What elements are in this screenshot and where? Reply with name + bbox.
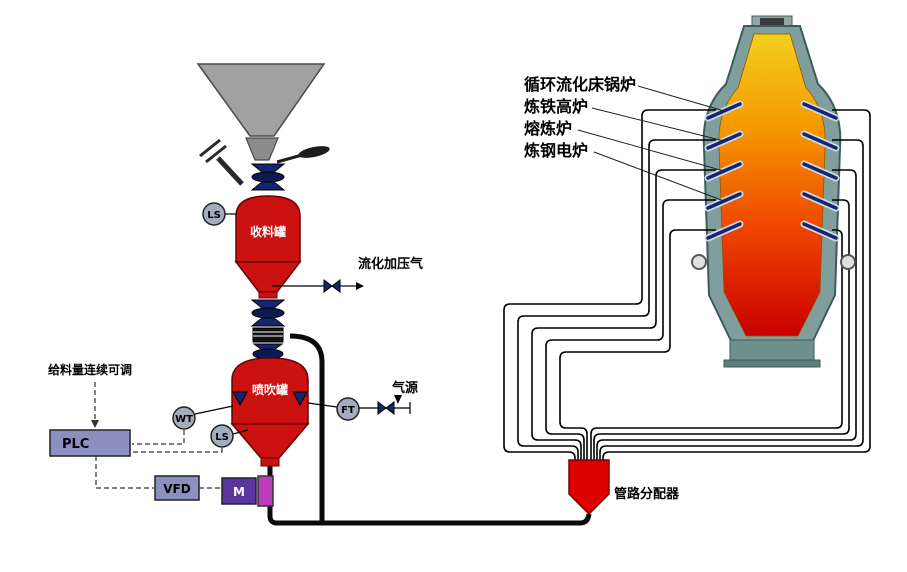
- pipe-right-3: [596, 169, 857, 462]
- blowing-tank-body: [231, 357, 309, 425]
- feed-note-label: 给料量连续可调: [48, 362, 132, 377]
- flange-tick-1: [205, 144, 227, 164]
- fluidizing-nozzle-left: [232, 391, 248, 407]
- distributor-label: 管路分配器: [614, 486, 680, 502]
- furnace-application-labels: 循环流化床锅炉 炼铁高炉 熔炼炉 炼钢电炉: [524, 75, 725, 202]
- conveying-pipe-main: [267, 464, 592, 526]
- application-label-2: 炼铁高炉: [524, 97, 588, 116]
- motor-box: [221, 477, 257, 505]
- flow-transmitter-label: FT: [341, 405, 355, 416]
- furnace: [702, 15, 842, 368]
- ls-bottom-tap-line: [232, 429, 249, 435]
- plc-box: [49, 429, 131, 457]
- flange-tick-2: [199, 138, 221, 158]
- furnace-top-opening: [760, 18, 784, 26]
- rotary-feeder: [257, 475, 274, 507]
- bellows-ridges: [253, 331, 283, 337]
- blowing-tank: 喷吹罐: [230, 357, 310, 467]
- valve-dome: [251, 171, 285, 183]
- receiving-tank-cone: [234, 261, 302, 293]
- pipe-right-4: [593, 199, 850, 462]
- control-system: 给料量连续可调 PLC VFD M: [48, 362, 274, 507]
- trunnion-ring-left: [691, 254, 707, 270]
- callout-line-3: [577, 129, 725, 172]
- pipe-right-5: [590, 229, 843, 462]
- wt-tap-line: [194, 405, 234, 415]
- flow-transmitter-icon: [336, 397, 360, 421]
- callout-line-4: [593, 151, 725, 202]
- ft-tap-line: [307, 402, 338, 408]
- distribution-pipes-left: [503, 109, 716, 462]
- blowing-tank-label: 喷吹罐: [252, 382, 288, 397]
- plc-label: PLC: [62, 437, 89, 452]
- feed-valve-assembly: [199, 138, 330, 186]
- handwheel-icon: [298, 146, 330, 158]
- distribution-pipes-right: [590, 109, 871, 462]
- vfd-label: VFD: [163, 482, 190, 496]
- gas-source-label: 气源: [392, 380, 418, 396]
- hopper-body: [196, 63, 326, 137]
- fluidizing-gas-label: 流化加压气: [358, 256, 423, 272]
- fluidizing-valve-left-cone: [323, 279, 333, 293]
- callout-line-1: [637, 85, 725, 112]
- level-switch-bottom-label: LS: [215, 432, 229, 443]
- gas-source-arrow-icon: [394, 395, 402, 404]
- expansion-bellows: [252, 327, 284, 343]
- furnace-pedestal: [729, 339, 815, 363]
- level-switch-top-icon: [202, 202, 226, 226]
- motor-label: M: [233, 485, 245, 499]
- dome-valve-mid-lower-cone: [250, 312, 286, 327]
- pipe-left-4: [545, 199, 716, 462]
- fluidizing-flow-arrow-icon: [356, 282, 364, 290]
- furnace-flame-cavity: [718, 33, 826, 337]
- pipe-left-1: [503, 109, 716, 462]
- valve-cone-upper: [250, 163, 286, 178]
- wt-to-plc-dashed: [132, 430, 185, 445]
- trunnion-ring-right: [840, 254, 856, 270]
- feed-hopper: [196, 63, 326, 161]
- pipe-left-2: [517, 139, 716, 462]
- receiving-tank-nozzle: [258, 291, 278, 299]
- dome-valve-mid-dome: [251, 307, 285, 319]
- weight-transmitter-icon: [172, 406, 196, 430]
- valve-stem: [276, 153, 303, 164]
- gas-valve-left-cone: [377, 401, 387, 415]
- application-label-1: 循环流化床锅炉: [524, 75, 636, 94]
- blowing-tank-cone: [230, 423, 310, 459]
- inter-tank-valve-stack: [250, 299, 286, 360]
- blowing-tank-nozzle: [260, 457, 280, 467]
- pressurizing-pipe-vertical: [289, 333, 325, 521]
- hopper-outlet: [245, 137, 279, 161]
- dome-valve-top: [250, 163, 286, 191]
- application-label-3: 熔炼炉: [524, 119, 572, 138]
- level-switch-bottom-icon: [210, 424, 234, 448]
- gas-valve-right-cone: [385, 401, 395, 415]
- pipe-distributor: [568, 459, 610, 516]
- fluidizing-nozzle-right: [292, 391, 308, 407]
- feed-note-arrow-icon: [91, 420, 99, 428]
- fluidizing-gas-line: 流化加压气: [272, 256, 423, 293]
- gas-source-line: FT 气源: [307, 380, 418, 421]
- lance-right-group: [800, 100, 840, 242]
- level-switch-top-label: LS: [207, 210, 221, 221]
- pipe-left-5: [559, 229, 716, 462]
- plc-to-vfd-dashed: [95, 456, 154, 489]
- callout-line-2: [591, 107, 725, 142]
- fluidizing-valve-right-cone: [331, 279, 341, 293]
- inlet-pipe-angled: [216, 156, 244, 186]
- application-label-4: 炼钢电炉: [524, 141, 588, 160]
- receiving-tank-label: 收料罐: [250, 224, 286, 239]
- pipe-right-2: [599, 139, 864, 462]
- valve-cone-lower: [250, 176, 286, 191]
- pipe-right-1: [602, 109, 871, 462]
- furnace-base-plate: [723, 359, 821, 368]
- lances-right: [802, 102, 838, 240]
- ls-to-plc-dashed: [131, 448, 223, 453]
- receiving-tank: 收料罐: [234, 195, 302, 299]
- receiving-tank-body: [235, 195, 301, 263]
- dome-valve-mid-upper-cone: [250, 299, 286, 314]
- weight-transmitter-label: WT: [175, 414, 193, 425]
